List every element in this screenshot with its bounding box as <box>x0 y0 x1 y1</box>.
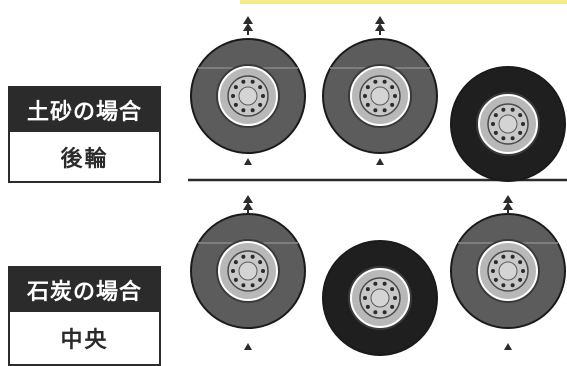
lug-nut <box>510 254 515 259</box>
lug-nut <box>241 283 246 288</box>
tire-lifted <box>190 213 306 329</box>
lug-nut <box>231 269 235 273</box>
hub-cap <box>498 114 518 134</box>
lug-nut <box>233 260 238 265</box>
lug-nut <box>250 254 255 259</box>
up-triangle-icon <box>504 343 512 350</box>
lug-nut <box>261 94 265 98</box>
lug-nut <box>258 102 263 107</box>
lug-nut <box>393 94 397 98</box>
lug-nut <box>491 122 495 126</box>
tire-diagram <box>188 16 567 356</box>
sand-case-subtitle: 後輪 <box>10 132 159 181</box>
lug-nut <box>521 122 525 126</box>
lug-nut <box>373 281 378 286</box>
lug-nut <box>501 136 506 141</box>
lug-nut <box>231 94 235 98</box>
double-up-arrow-icon <box>243 195 253 214</box>
lug-nut <box>250 79 255 84</box>
lug-nut <box>390 85 395 90</box>
lug-nut <box>390 304 395 309</box>
up-triangle-icon <box>244 343 252 350</box>
lug-nut <box>250 283 255 288</box>
lug-nut <box>493 113 498 118</box>
lug-nut <box>365 287 370 292</box>
hub-cap <box>370 86 390 106</box>
lug-nut <box>241 254 246 259</box>
double-up-arrow-icon <box>375 16 385 35</box>
lug-nut <box>382 79 387 84</box>
coal-case-title: 石炭の場合 <box>10 268 159 312</box>
lug-nut <box>382 310 387 315</box>
lug-nut <box>382 281 387 286</box>
lug-nut <box>233 102 238 107</box>
lug-nut <box>518 277 523 282</box>
lug-nut <box>393 296 397 300</box>
lug-nut <box>365 102 370 107</box>
lug-nut <box>390 102 395 107</box>
lug-nut <box>373 79 378 84</box>
lug-nut <box>382 108 387 113</box>
tire-grounded <box>322 240 438 356</box>
hub-cap <box>238 261 258 281</box>
lug-nut <box>241 108 246 113</box>
lug-nut <box>501 107 506 112</box>
lug-nut <box>390 287 395 292</box>
lug-nut <box>491 269 495 273</box>
lug-nut <box>373 310 378 315</box>
lug-nut <box>510 136 515 141</box>
lug-nut <box>241 79 246 84</box>
lug-nut <box>250 108 255 113</box>
hub-cap <box>238 86 258 106</box>
tire-grounded <box>450 66 566 182</box>
coal-case-label: 石炭の場合 中央 <box>8 266 161 366</box>
hub-cap <box>370 288 390 308</box>
lug-nut <box>510 107 515 112</box>
lug-nut <box>363 94 367 98</box>
lug-nut <box>518 130 523 135</box>
lug-nut <box>521 269 525 273</box>
tire-lifted <box>450 213 566 329</box>
lug-nut <box>365 304 370 309</box>
lug-nut <box>261 269 265 273</box>
tires-layer <box>190 16 566 356</box>
double-up-arrow-icon <box>503 195 513 214</box>
sand-case-title: 土砂の場合 <box>10 88 159 132</box>
lug-nut <box>233 85 238 90</box>
lug-nut <box>493 277 498 282</box>
lug-nut <box>373 108 378 113</box>
up-triangle-icon <box>376 158 384 165</box>
hub-cap <box>498 261 518 281</box>
tire-lifted <box>322 38 438 154</box>
lug-nut <box>493 130 498 135</box>
lug-nut <box>258 85 263 90</box>
coal-case-subtitle: 中央 <box>10 312 159 364</box>
lug-nut <box>493 260 498 265</box>
lug-nut <box>233 277 238 282</box>
lug-nut <box>510 283 515 288</box>
lug-nut <box>518 260 523 265</box>
lug-nut <box>258 260 263 265</box>
tire-lifted <box>190 38 306 154</box>
sand-case-label: 土砂の場合 後輪 <box>8 86 161 183</box>
lug-nut <box>258 277 263 282</box>
lug-nut <box>365 85 370 90</box>
lug-nut <box>501 254 506 259</box>
lug-nut <box>501 283 506 288</box>
double-up-arrow-icon <box>243 16 253 35</box>
highlight-strip <box>240 0 567 4</box>
up-triangle-icon <box>244 158 252 165</box>
lug-nut <box>363 296 367 300</box>
lug-nut <box>518 113 523 118</box>
